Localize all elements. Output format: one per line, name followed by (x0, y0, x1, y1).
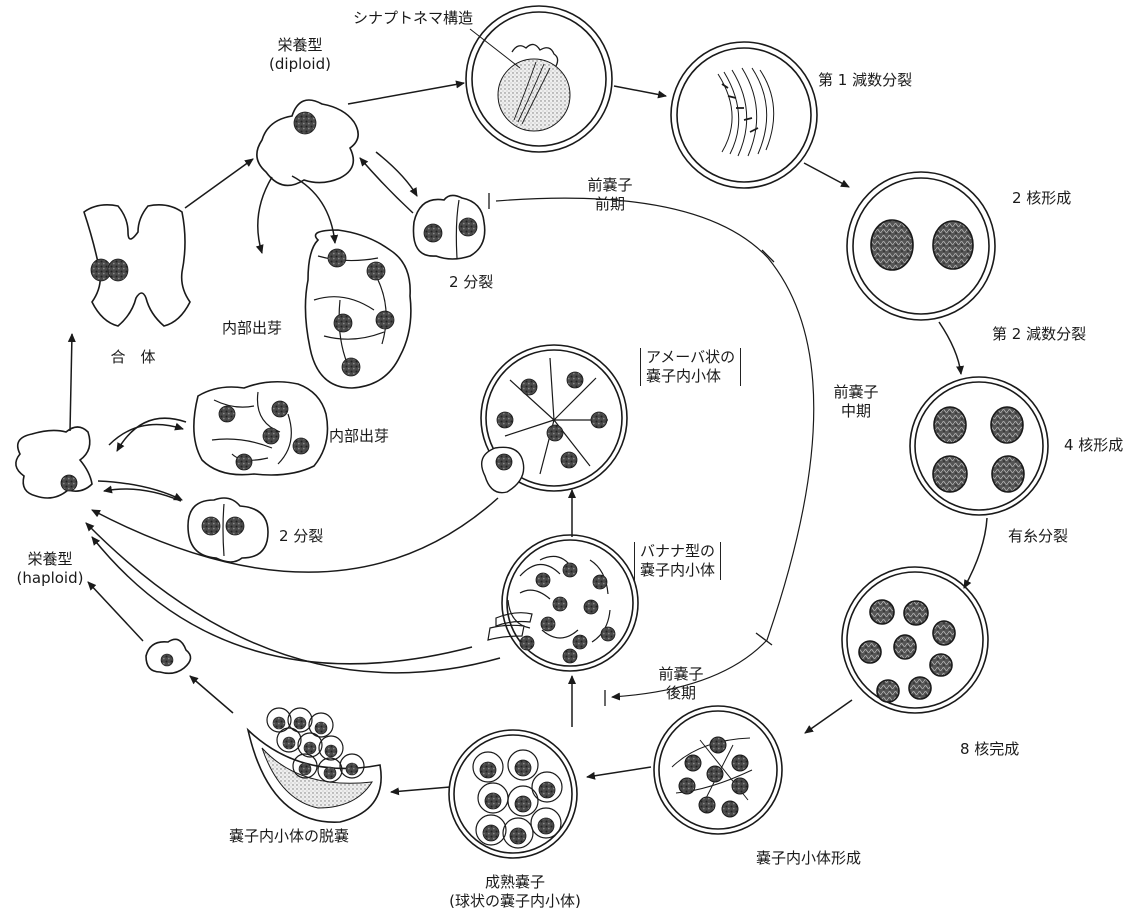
label-mature-cyst-line1: 成熟嚢子 (449, 873, 581, 892)
label-banana-line2: 嚢子内小体 (640, 561, 715, 580)
label-trophozoite-diploid-line2: (diploid) (269, 55, 331, 74)
label-trophozoite-diploid-line1: 栄養型 (269, 36, 331, 55)
label-precyst-early-line1: 前嚢子 (587, 176, 632, 195)
label-precyst-early-line2: 前期 (587, 195, 632, 214)
label-tetranuclear: 4 核形成 (1064, 436, 1123, 455)
internal-budding-mid-cell (194, 382, 328, 475)
label-precyst-mid-line1: 前嚢子 (833, 383, 878, 402)
label-mature-cyst: 成熟嚢子 (球状の嚢子内小体) (449, 873, 581, 911)
binary-fission-top-cell (413, 195, 484, 259)
label-trophozoite-haploid-line1: 栄養型 (17, 550, 84, 569)
label-amoeboid-line2: 嚢子内小体 (646, 367, 735, 386)
binuclear-cyst (847, 172, 995, 320)
label-precyst-early: 前嚢子 前期 (587, 176, 632, 214)
cycle-arrows (70, 83, 987, 792)
diploid-trophozoite (257, 100, 358, 185)
label-endospore-formation: 嚢子内小体形成 (756, 849, 861, 868)
label-precyst-mid: 前嚢子 中期 (833, 383, 878, 421)
label-trophozoite-diploid: 栄養型 (diploid) (269, 36, 331, 74)
label-amoeboid-line1: アメーバ状の (646, 348, 735, 367)
haploid-trophozoite (16, 427, 92, 498)
syngamy-cell (84, 205, 190, 326)
amoeboid-cyst (481, 345, 627, 493)
endospore-formation-cyst (654, 706, 782, 834)
label-binuclear: 2 核形成 (1012, 189, 1071, 208)
label-internal-budding-top: 内部出芽 (222, 319, 282, 338)
label-binary-fission-bottom: 2 分裂 (279, 527, 323, 546)
label-precyst-late: 前嚢子 後期 (658, 665, 703, 703)
binary-fission-mid-cell (188, 498, 268, 562)
label-trophozoite-haploid: 栄養型 (haploid) (17, 550, 84, 588)
label-trophozoite-haploid-line2: (haploid) (17, 569, 84, 588)
label-synaptonemal: シナプトネマ構造 (353, 9, 473, 28)
banana-cyst (488, 535, 638, 671)
label-precyst-mid-line2: 中期 (833, 402, 878, 421)
tetranuclear-cyst (910, 377, 1048, 515)
excystment-shell (248, 708, 381, 822)
label-amoeboid-endospore: アメーバ状の 嚢子内小体 (640, 348, 741, 386)
synaptonemal-pointer (470, 29, 520, 68)
precyst-stage-curve (489, 193, 814, 706)
label-precyst-late-line1: 前嚢子 (658, 665, 703, 684)
label-internal-budding-mid: 内部出芽 (329, 427, 389, 446)
label-syngamy: 合 体 (110, 348, 155, 367)
label-mature-cyst-line2: (球状の嚢子内小体) (449, 892, 581, 911)
meiosis1-cyst (671, 42, 817, 188)
label-meiosis2: 第 2 減数分裂 (992, 325, 1086, 344)
label-banana-line1: バナナ型の (640, 542, 715, 561)
label-precyst-late-line2: 後期 (658, 684, 703, 703)
label-meiosis1: 第 1 減数分裂 (818, 71, 912, 90)
synaptonemal-cyst (466, 6, 612, 152)
label-mitosis: 有糸分裂 (1008, 527, 1068, 546)
mature-cyst (449, 730, 577, 858)
internal-budding-top-cell (305, 230, 410, 388)
label-octonuclear: 8 核完成 (960, 740, 1019, 759)
label-binary-fission-top: 2 分裂 (449, 273, 493, 292)
released-amoeba (146, 639, 191, 673)
octonuclear-cyst (842, 567, 988, 713)
label-excystment: 嚢子内小体の脱嚢 (229, 827, 349, 846)
label-banana-endospore: バナナ型の 嚢子内小体 (634, 542, 721, 580)
